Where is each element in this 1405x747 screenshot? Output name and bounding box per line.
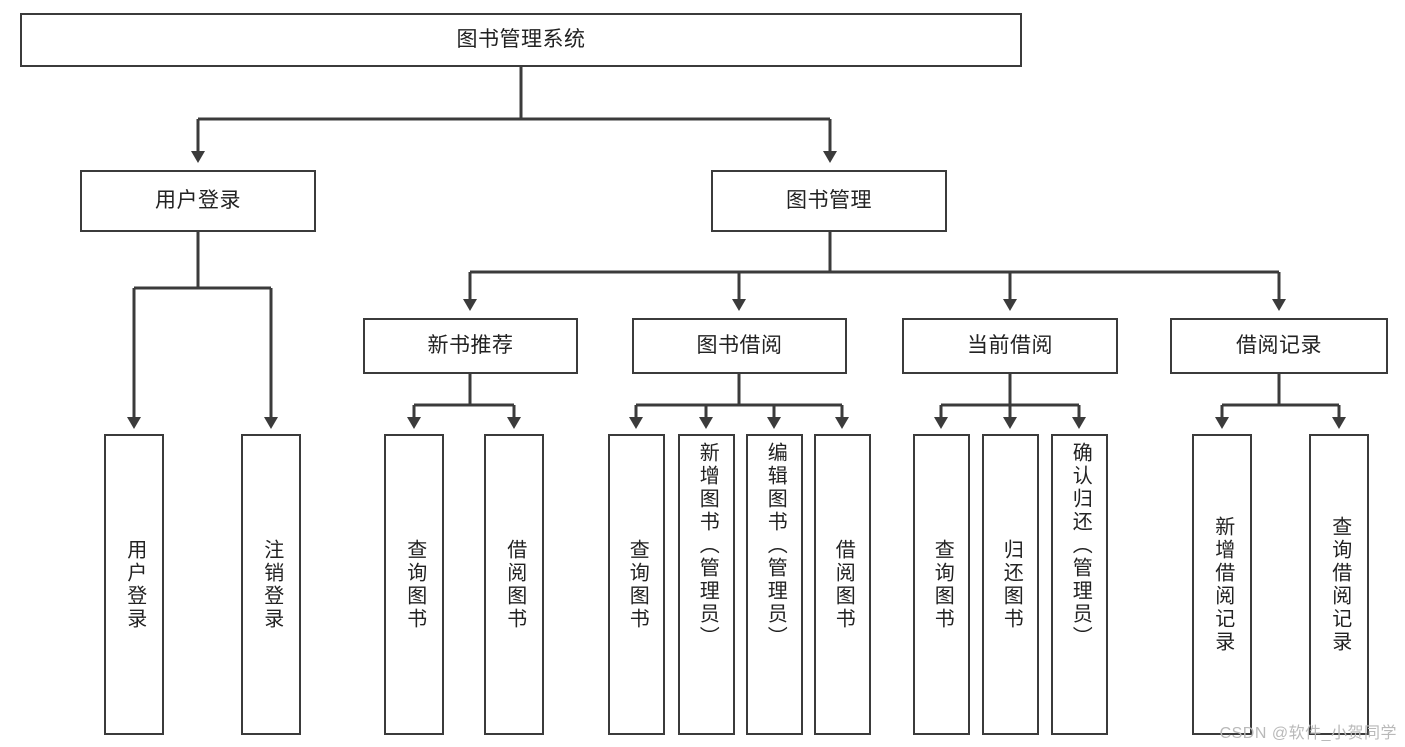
csdn-watermark: CSDN @软件_小贺同学 <box>1219 725 1397 742</box>
leaf-borrow-add-book-admin[interactable]: 新增图书（管理员） <box>678 434 735 735</box>
node-label: 图书管理系统 <box>456 27 586 51</box>
node-label: 归还图书 <box>1000 538 1023 631</box>
leaf-user-logout[interactable]: 注销登录 <box>241 434 301 735</box>
node-label: 借阅图书 <box>503 538 526 631</box>
node-root-system[interactable]: 图书管理系统 <box>20 13 1022 67</box>
node-label: 查询借阅记录 <box>1328 515 1351 654</box>
node-label: 查询图书 <box>403 538 426 631</box>
node-label: 借阅图书 <box>832 538 855 631</box>
node-borrow-record[interactable]: 借阅记录 <box>1170 318 1388 374</box>
leaf-record-query-record[interactable]: 查询借阅记录 <box>1309 434 1369 735</box>
node-new-book-recommend[interactable]: 新书推荐 <box>363 318 578 374</box>
node-label: 借阅记录 <box>1236 333 1322 357</box>
node-label: 查询图书 <box>931 538 954 631</box>
leaf-current-query-book[interactable]: 查询图书 <box>913 434 970 735</box>
node-current-borrow[interactable]: 当前借阅 <box>902 318 1118 374</box>
node-label: 图书借阅 <box>696 333 783 357</box>
node-label: 用户登录 <box>155 188 241 212</box>
node-label: 当前借阅 <box>967 333 1053 357</box>
leaf-current-return-book[interactable]: 归还图书 <box>982 434 1039 735</box>
node-label: 注销登录 <box>260 538 283 631</box>
node-label: 编辑图书（管理员） <box>764 442 787 649</box>
leaf-record-add-record[interactable]: 新增借阅记录 <box>1192 434 1252 735</box>
leaf-borrow-edit-book-admin[interactable]: 编辑图书（管理员） <box>746 434 803 735</box>
leaf-recommend-borrow-book[interactable]: 借阅图书 <box>484 434 544 735</box>
node-book-management[interactable]: 图书管理 <box>711 170 947 232</box>
leaf-current-confirm-return-admin[interactable]: 确认归还（管理员） <box>1051 434 1108 735</box>
node-label: 图书管理 <box>786 188 872 212</box>
node-label: 新增图书（管理员） <box>696 442 719 649</box>
node-label: 新增借阅记录 <box>1211 515 1234 654</box>
node-label: 新书推荐 <box>427 333 514 357</box>
leaf-borrow-borrow-book[interactable]: 借阅图书 <box>814 434 871 735</box>
node-book-borrow[interactable]: 图书借阅 <box>632 318 847 374</box>
leaf-user-login-do[interactable]: 用户登录 <box>104 434 164 735</box>
node-label: 查询图书 <box>626 538 649 631</box>
node-label: 用户登录 <box>123 538 146 631</box>
node-label: 确认归还（管理员） <box>1069 442 1092 649</box>
node-user-login[interactable]: 用户登录 <box>80 170 316 232</box>
leaf-borrow-query-book[interactable]: 查询图书 <box>608 434 665 735</box>
leaf-recommend-query-book[interactable]: 查询图书 <box>384 434 444 735</box>
